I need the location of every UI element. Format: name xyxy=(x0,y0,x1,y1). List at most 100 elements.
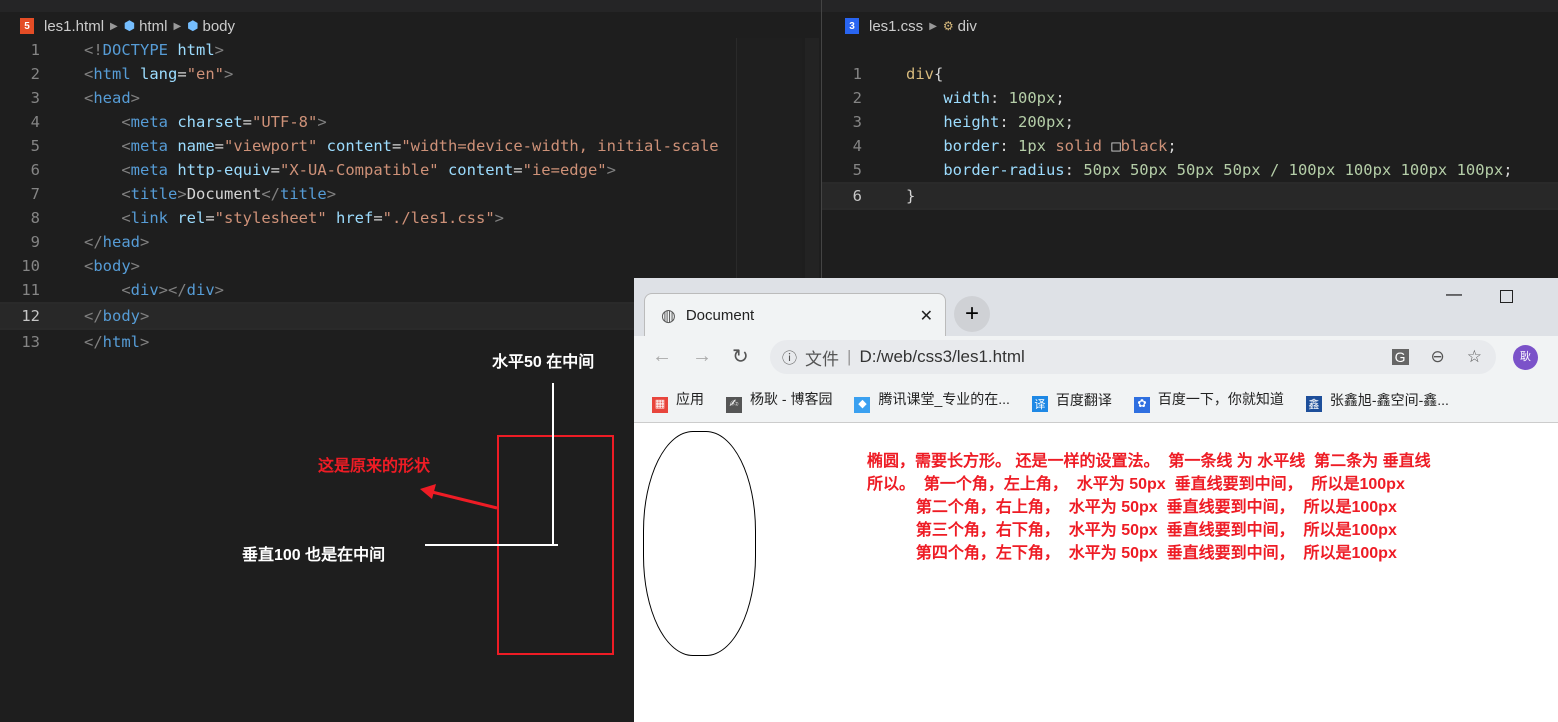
code-token: > xyxy=(177,185,187,203)
bookmark-item[interactable]: ✍杨耿 - 博客园 xyxy=(726,389,832,413)
bookmark-icon: ▦ xyxy=(652,397,668,413)
translate-icon[interactable]: G xyxy=(1391,349,1409,365)
code-token: < xyxy=(84,89,94,107)
tab-title: Document xyxy=(685,307,755,324)
line-number: 12 xyxy=(21,307,40,325)
tab-document[interactable]: ◍ Document ✕ xyxy=(644,293,946,337)
code-token: div xyxy=(906,65,934,83)
code-line[interactable]: 5 <meta name="viewport" content="width=d… xyxy=(0,134,820,158)
code-token: < xyxy=(84,65,94,83)
annotation-horizontal: 水平50 在中间 xyxy=(492,354,595,371)
code-token: meta xyxy=(130,137,168,155)
bookmark-item[interactable]: ◆腾讯课堂_专业的在... xyxy=(854,389,1010,413)
html5-file-icon: 5 xyxy=(20,18,34,34)
code-line[interactable]: 8 <link rel="stylesheet" href="./les1.cs… xyxy=(0,206,820,230)
zoom-icon[interactable]: ⊖ xyxy=(1430,347,1445,366)
code-line[interactable]: 3<head> xyxy=(0,86,820,110)
maximize-button[interactable] xyxy=(1500,290,1513,303)
breadcrumb-file[interactable]: les1.html xyxy=(44,17,105,35)
code-line[interactable]: 11 <div></div> xyxy=(0,278,820,302)
code-token: ; xyxy=(1064,113,1075,131)
note-line: 椭圆，需要长方形。 还是一样的设置法。 第一条线 为 水平线 第二条为 垂直线 xyxy=(867,453,1431,470)
code-token: < xyxy=(84,257,94,275)
code-token: DOCTYPE xyxy=(102,41,168,59)
bookmark-star-icon[interactable]: ☆ xyxy=(1466,347,1482,366)
code-token: : xyxy=(990,89,1009,107)
code-token: ; xyxy=(1503,161,1513,179)
address-prefix: 文件 xyxy=(805,349,840,369)
code-line[interactable]: 6 <meta http-equiv="X-UA-Compatible" con… xyxy=(0,158,820,182)
breadcrumb-div-item[interactable]: div xyxy=(957,17,977,35)
minimize-button[interactable]: — xyxy=(1446,286,1462,303)
address-bar[interactable]: ⓘ 文件 | D:/web/css3/les1.html G ⊖ ☆ xyxy=(770,340,1496,374)
code-line[interactable]: 1<!DOCTYPE html> xyxy=(0,38,820,62)
breadcrumb-css[interactable]: 3 les1.css▶ ⚙div xyxy=(845,14,977,38)
code-line[interactable]: 3 height: 200px; xyxy=(822,110,1558,134)
toolbar: ← → ↻ ⓘ 文件 | D:/web/css3/les1.html G ⊖ ☆… xyxy=(634,336,1558,380)
code-line[interactable]: 2 width: 100px; xyxy=(822,86,1558,110)
line-number: 5 xyxy=(852,161,862,179)
info-icon: ⓘ xyxy=(782,349,798,367)
profile-avatar[interactable]: 耿 xyxy=(1513,345,1538,370)
code-token: = xyxy=(214,137,225,155)
note-line: 第三个角，右下角， 水平为 50px 垂直线要到中间， 所以是100px xyxy=(867,522,1397,539)
selector-icon: ⚙ xyxy=(942,19,954,33)
code-token: solid xyxy=(1046,137,1112,155)
reload-icon[interactable]: ↻ xyxy=(732,346,749,368)
code-token: meta xyxy=(130,113,168,131)
code-token: http-equiv xyxy=(168,161,271,179)
bookmark-icon: 鑫 xyxy=(1305,396,1322,412)
back-icon[interactable]: ← xyxy=(652,345,672,367)
code-token: head xyxy=(93,89,131,107)
bookmark-item[interactable]: ▦应用 xyxy=(652,389,704,413)
code-line[interactable]: 10<body> xyxy=(0,254,820,278)
code-token: head xyxy=(102,233,140,251)
forward-icon[interactable]: → xyxy=(692,345,712,367)
code-line[interactable]: 13</html> xyxy=(0,330,820,354)
code-token: ; xyxy=(1167,137,1177,155)
breadcrumb-body-item[interactable]: body xyxy=(202,17,236,35)
bookmark-icon: ✍ xyxy=(726,397,742,413)
line-number: 3 xyxy=(852,113,862,131)
code-token: ; xyxy=(1055,89,1065,107)
url-text[interactable]: D:/web/css3/les1.html xyxy=(859,347,1025,366)
bookmark-label: 张鑫旭-鑫空间-鑫... xyxy=(1329,392,1449,408)
top-bar xyxy=(0,0,1558,12)
line-number: 13 xyxy=(21,333,40,351)
code-token: title xyxy=(280,185,327,203)
breadcrumb-html-item[interactable]: html xyxy=(139,17,168,35)
code-token: </ xyxy=(84,307,103,325)
breadcrumb-html[interactable]: 5 les1.html▶ ⬢html▶ ⬢body xyxy=(20,14,235,38)
line-number: 7 xyxy=(30,185,40,203)
code-line[interactable]: 2<html lang="en"> xyxy=(0,62,820,86)
code-token: "stylesheet" xyxy=(214,209,327,227)
code-token: html xyxy=(168,41,215,59)
code-token: div xyxy=(130,281,159,299)
code-token: </ xyxy=(84,233,103,251)
line-number: 1 xyxy=(852,65,862,83)
code-token: ></ xyxy=(158,281,187,299)
close-tab-icon[interactable]: ✕ xyxy=(919,307,933,325)
minimap[interactable] xyxy=(736,38,802,278)
bookmark-item[interactable]: 鑫张鑫旭-鑫空间-鑫... xyxy=(1305,390,1449,412)
code-line[interactable]: 6} xyxy=(822,182,1558,210)
bookmark-icon: 译 xyxy=(1031,396,1048,412)
breadcrumb-file[interactable]: les1.css xyxy=(869,17,924,35)
code-token: > xyxy=(140,233,150,251)
new-tab-button[interactable]: + xyxy=(954,296,990,332)
arrow-line xyxy=(431,490,498,510)
code-line[interactable]: 7 <title>Document</title> xyxy=(0,182,820,206)
code-line[interactable]: 4 <meta charset="UTF-8"> xyxy=(0,110,820,134)
bookmark-item[interactable]: ✿百度一下，你就知道 xyxy=(1133,389,1284,413)
code-token: < xyxy=(84,137,131,155)
code-line[interactable]: 4 border: 1px solid □black; xyxy=(822,134,1558,158)
code-token: "viewport" xyxy=(224,137,318,155)
code-token: > xyxy=(224,65,234,83)
scrollbar[interactable] xyxy=(805,38,819,278)
code-line[interactable]: 5 border-radius: 50px 50px 50px 50px / 1… xyxy=(822,158,1558,182)
code-line[interactable]: 9</head> xyxy=(0,230,820,254)
annotation-vertical: 垂直100 也是在中间 xyxy=(242,547,386,564)
bookmark-item[interactable]: 译百度翻译 xyxy=(1031,390,1112,412)
